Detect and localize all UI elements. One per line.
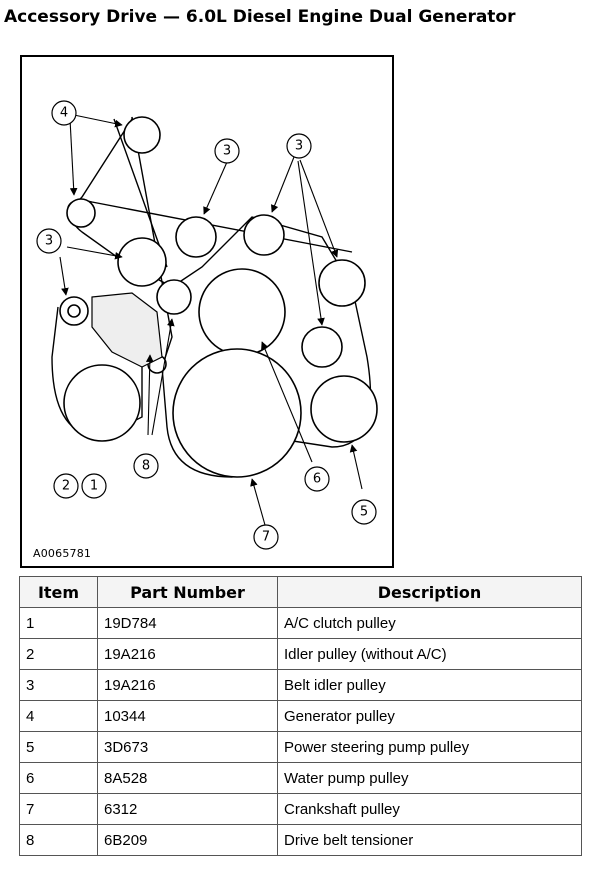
callout-label-2: 2 — [62, 479, 70, 494]
cell-item: 8 — [19, 824, 98, 856]
idler-pulley-center — [175, 216, 217, 258]
callout-label-3: 3 — [295, 139, 303, 154]
header-item: Item — [19, 576, 98, 608]
cell-item: 6 — [19, 762, 98, 794]
callout-label-8: 8 — [142, 459, 150, 474]
callout-label-5: 5 — [360, 505, 368, 520]
power-steering-pump-pulley — [310, 375, 378, 443]
cell-description: A/C clutch pulley — [277, 607, 582, 639]
cell-item: 2 — [19, 638, 98, 670]
cell-description: Belt idler pulley — [277, 669, 582, 701]
idler-pulley-small — [156, 279, 192, 315]
crankshaft-pulley — [172, 348, 302, 478]
idler-pulley-left — [66, 198, 96, 228]
table-row: 5 3D673 Power steering pump pulley — [19, 731, 582, 763]
callout-label-1: 1 — [90, 479, 98, 494]
callout-8 — [133, 453, 159, 479]
callout-label-4: 4 — [60, 106, 68, 121]
table-row: 6 8A528 Water pump pulley — [19, 762, 582, 794]
generator-pulley-lower — [117, 237, 167, 287]
diagram-figure: 4 3 3 3 2 1 8 6 5 7 A0065781 — [20, 55, 394, 568]
cell-part-number: 10344 — [97, 700, 278, 732]
cell-part-number: 19D784 — [97, 607, 278, 639]
cell-item: 4 — [19, 700, 98, 732]
callout-6 — [304, 466, 330, 492]
power-steering-idler — [318, 259, 366, 307]
cell-part-number: 6312 — [97, 793, 278, 825]
callout-7 — [253, 524, 279, 550]
cell-item: 1 — [19, 607, 98, 639]
figure-id: A0065781 — [33, 547, 92, 560]
cell-description: Drive belt tensioner — [277, 824, 582, 856]
callout-label-7: 7 — [262, 530, 270, 545]
table-row: 7 6312 Crankshaft pulley — [19, 793, 582, 825]
callout-2 — [53, 473, 79, 499]
callout-label-6: 6 — [313, 472, 321, 487]
header-part-number: Part Number — [97, 576, 278, 608]
table-row: 1 19D784 A/C clutch pulley — [19, 607, 582, 639]
page-title: Accessory Drive — 6.0L Diesel Engine Dua… — [4, 7, 516, 27]
callout-label-3: 3 — [223, 144, 231, 159]
callout-5 — [351, 499, 377, 525]
belt-diagram: 4 3 3 3 2 1 8 6 5 7 — [36, 100, 378, 550]
cell-description: Idler pulley (without A/C) — [277, 638, 582, 670]
idler-pulley-right-top — [243, 214, 285, 256]
cell-description: Power steering pump pulley — [277, 731, 582, 763]
cell-part-number: 8A528 — [97, 762, 278, 794]
cell-item: 5 — [19, 731, 98, 763]
ac-clutch-pulley — [63, 364, 141, 442]
belt-upper-run — [113, 118, 168, 268]
cell-part-number: 3D673 — [97, 731, 278, 763]
table-row: 4 10344 Generator pulley — [19, 700, 582, 732]
cell-description: Generator pulley — [277, 700, 582, 732]
tensioner-pulley-hub — [67, 304, 81, 318]
callout-4 — [51, 100, 77, 126]
water-pump-pulley — [198, 268, 286, 356]
cell-part-number: 19A216 — [97, 669, 278, 701]
cell-part-number: 19A216 — [97, 638, 278, 670]
cell-item: 7 — [19, 793, 98, 825]
table-row: 8 6B209 Drive belt tensioner — [19, 824, 582, 856]
cell-description: Water pump pulley — [277, 762, 582, 794]
callout-3-left — [36, 228, 62, 254]
parts-table: Item Part Number Description 1 19D784 A/… — [19, 576, 582, 856]
table-header-row: Item Part Number Description — [19, 576, 582, 608]
tensioner-arm — [91, 292, 163, 368]
header-description: Description — [277, 576, 582, 608]
callout-3-top-right — [286, 133, 312, 159]
callout-label-3: 3 — [45, 234, 53, 249]
cell-description: Crankshaft pulley — [277, 793, 582, 825]
table-row: 3 19A216 Belt idler pulley — [19, 669, 582, 701]
callout-3-top-center — [214, 138, 240, 164]
callout-1 — [81, 473, 107, 499]
cell-item: 3 — [19, 669, 98, 701]
cell-part-number: 6B209 — [97, 824, 278, 856]
belt-idler-lower — [301, 326, 343, 368]
table-row: 2 19A216 Idler pulley (without A/C) — [19, 638, 582, 670]
generator-pulley-upper — [123, 116, 161, 154]
